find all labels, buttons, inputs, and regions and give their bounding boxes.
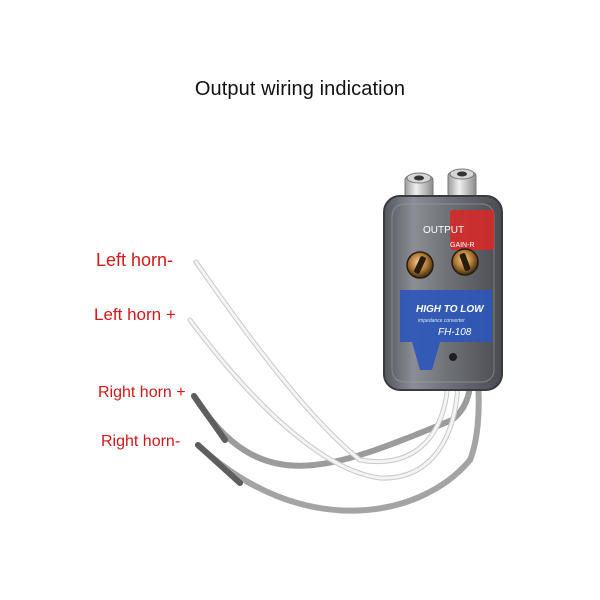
label-left-horn-plus: Left horn +: [94, 305, 176, 324]
output-label: OUTPUT: [423, 225, 464, 236]
gain-label: GAIN-R: [450, 242, 475, 249]
gray-wires: [191, 379, 482, 514]
label-left-horn-minus: Left horn-: [96, 250, 174, 270]
white-wires: [187, 259, 461, 481]
right-horn-plus-wire: [191, 379, 473, 469]
brand-sub-label: impedance converter: [418, 318, 465, 324]
right-horn-plus-wire-tip: [191, 393, 228, 443]
mounting-hole: [449, 353, 457, 361]
right-horn-minus-wire: [195, 379, 482, 514]
label-right-horn-plus: Right horn +: [98, 384, 186, 401]
right-horn-minus-wire-tip: [195, 442, 243, 486]
brand-label: HIGH TO LOW: [416, 304, 485, 315]
rca-connectors: [404, 168, 477, 201]
model-label: FH-108: [438, 327, 472, 338]
page-title: Output wiring indication: [194, 78, 406, 100]
converter-body: OUTPUT GAIN-R HIGH TO LOW impedance conv…: [383, 195, 503, 391]
label-right-horn-minus: Right horn-: [101, 433, 181, 450]
